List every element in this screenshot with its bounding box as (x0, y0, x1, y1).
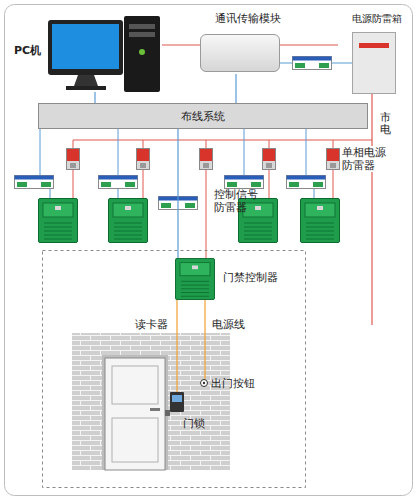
connector (235, 74, 236, 103)
node-text: 布线系统 (181, 110, 225, 123)
part-label: 控制信号防雷器 (214, 188, 260, 214)
node-text: 门禁控制器 (223, 271, 278, 284)
pc-station: PC机 (12, 14, 162, 92)
cabinet-body (352, 32, 396, 94)
controller-cabinet (175, 258, 215, 300)
part-label: 单相电源防雷器 (342, 146, 388, 172)
power-surge-cabinet: 电源防雷箱 (338, 12, 416, 98)
node-text: 电源防雷箱 (338, 12, 416, 25)
frame (5, 5, 413, 496)
cabinet-logo (359, 43, 389, 48)
site-region (43, 251, 306, 488)
node-text: 通讯传输模块 (194, 12, 302, 25)
comm-module: 通讯传输模块 (194, 12, 302, 74)
connector (94, 92, 95, 103)
mains-label: 市电 (380, 112, 391, 136)
part-label: 读卡器 (135, 318, 168, 331)
node-text: PC机 (14, 44, 41, 57)
signal-surge-protector (293, 57, 332, 70)
access-controller: 门禁控制器 (175, 258, 215, 300)
part-label: 门锁 (183, 417, 205, 430)
controller-cabinets (39, 199, 340, 243)
pc-illustration (48, 16, 160, 92)
door-illustration (72, 300, 230, 470)
module-device (200, 34, 280, 72)
connector (177, 129, 178, 258)
signal-label: 电源线 (212, 318, 245, 331)
cabling-band: 布线系统 (38, 103, 368, 129)
part-label: 出门按钮 (211, 377, 255, 390)
